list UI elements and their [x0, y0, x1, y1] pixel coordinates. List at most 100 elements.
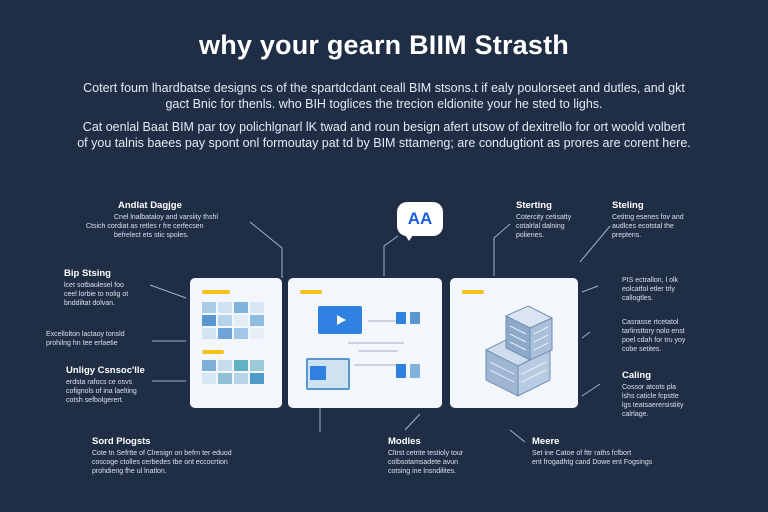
guide-line — [354, 364, 398, 366]
intro-line-2: gact Bnic for thenls. who BIH toglices t… — [165, 97, 603, 111]
label-unity-heading: Unligy Csnsoc'lle — [66, 365, 145, 376]
tile — [218, 328, 232, 339]
label-steling-heading: Steling — [612, 200, 644, 211]
label-bip-heading: Bip Stsing — [64, 268, 111, 279]
tile — [234, 315, 248, 326]
tile — [202, 315, 216, 326]
panel-tiles-tag-bottom — [202, 350, 224, 354]
connector-steling — [579, 225, 611, 263]
connector-starting — [493, 223, 511, 276]
label-modles-line-3: cotsing ine lnsndilites. — [388, 468, 457, 475]
label-bip-line-3: bnddiltat dolvan. — [64, 300, 115, 307]
guide-line — [348, 342, 404, 344]
connector-modles — [404, 413, 421, 431]
panel-tiles-tag-top — [202, 290, 230, 294]
play-icon — [337, 315, 346, 325]
tile — [202, 302, 216, 313]
label-unity: Unligy Csnsoc'lle erdsta rafocs ce osvs … — [66, 365, 166, 405]
tile — [234, 360, 248, 371]
label-caling-line-1: Cossor atcots pla — [622, 384, 677, 391]
tile — [202, 373, 216, 384]
label-modles-line-1: Cltrst cetrite testioly tour — [388, 450, 464, 457]
label-caling-line-3: lgs teatsaerersistiity — [622, 402, 684, 409]
label-caling-heading: Caling — [622, 370, 652, 381]
detail-paragraph: Cat oenlal Baat BIM par toy polichlgnarl… — [40, 119, 728, 151]
label-pis-line-2: eolcatfol etler trly — [622, 286, 675, 293]
label-casrasse-line-2: tarlinsttory nolo enst — [622, 328, 685, 335]
label-pis-line-1: PIS ectrallon, l olk — [622, 277, 679, 284]
label-modles-line-2: colbsotamsadete avun — [388, 459, 459, 466]
label-starting-line-1: Cotercity cetisatty — [516, 214, 572, 221]
label-modles: Modles Cltrst cetrite testioly tour colb… — [388, 436, 518, 476]
label-sord: Sord Plogsts Cote tn Sefrtte of Clresign… — [92, 436, 322, 476]
label-unity-line-1: erdsta rafocs ce osvs — [66, 379, 133, 386]
label-starting-line-3: polienes. — [516, 232, 545, 239]
building-icon — [484, 305, 554, 397]
small-media-icon — [396, 364, 406, 378]
label-sord-line-3: prohdieng fhe ul lnatlon. — [92, 468, 167, 475]
panel-media-tag — [300, 290, 322, 294]
tile — [250, 328, 264, 339]
page-title: why your gearn BIIM Strasth — [199, 30, 569, 60]
intro-paragraph: Cotert foum lhardbatse designs cs of the… — [40, 80, 728, 112]
label-pis: PIS ectrallon, l olk eolcatfol etler trl… — [622, 276, 722, 303]
label-sord-heading: Sord Plogsts — [92, 436, 151, 447]
panel-building — [450, 278, 578, 408]
label-steling: Steling Cetitng esenes fov and audlces e… — [612, 200, 712, 240]
label-meere-heading: Meere — [532, 436, 560, 447]
label-bip: Bip Stsing lcet sotbaulesel foo ceel lor… — [64, 268, 164, 308]
label-starting-line-2: cotalrlal dalning — [516, 223, 565, 230]
panel-building-tag — [462, 290, 484, 294]
label-caling-line-2: lshs caticle fcpstte — [622, 393, 679, 400]
tile — [234, 328, 248, 339]
small-media-icon — [396, 312, 406, 324]
label-analyst-line-1: Cnel lnalbataloy and varsiity thshl — [114, 214, 218, 221]
label-casrasse: Casrasse rtcetatol tarlinsttory nolo ens… — [622, 318, 722, 354]
label-meere: Meere Set ine Catoe of fttr raths fcfbor… — [532, 436, 732, 467]
connector-caling — [581, 383, 601, 397]
label-unity-line-3: cotsh sefbolgerert. — [66, 397, 124, 404]
label-bip-line-1: lcet sotbaulesel foo — [64, 282, 124, 289]
intro-line-1: Cotert foum lhardbatse designs cs of the… — [83, 81, 685, 95]
tile — [218, 315, 232, 326]
label-casrasse-line-1: Casrasse rtcetatol — [622, 319, 679, 326]
tile — [250, 373, 264, 384]
label-caling: Caling Cossor atcots pla lshs caticle fc… — [622, 370, 732, 419]
connector-analyst — [249, 221, 283, 278]
detail-line-2: of you talnis baees pay spont onl formou… — [77, 136, 691, 150]
connector-pis — [581, 285, 599, 293]
label-analyst-line-2: Ctsich cordiat as retles r fre cerfecsen — [86, 223, 204, 230]
tile — [250, 360, 264, 371]
connector-meere — [509, 429, 526, 443]
label-starting: Sterting Cotercity cetisatty cotalrlal d… — [516, 200, 606, 240]
chat-bubble-icon: AA — [397, 202, 443, 236]
chat-bubble-tail — [403, 232, 415, 241]
label-steling-line-1: Cetitng esenes fov and — [612, 214, 684, 221]
detail-line-1: Cat oenlal Baat BIM par toy polichlgnarl… — [82, 120, 686, 134]
guide-line — [358, 350, 398, 352]
connector-bip — [149, 284, 187, 299]
label-casrasse-line-4: cobe setites. — [622, 346, 662, 353]
tile — [202, 328, 216, 339]
small-media-icon — [410, 364, 420, 378]
label-excell-line-2: prohilng hn tee erfaetie — [46, 340, 118, 347]
label-excell-line-1: Excellolton lactaoy tonsld — [46, 331, 125, 338]
label-sord-line-2: coscoge ctolles cerbedes tbe ont eccocrt… — [92, 459, 228, 466]
label-excell: Excellolton lactaoy tonsld prohilng hn t… — [46, 330, 156, 348]
tile — [218, 302, 232, 313]
label-sord-line-1: Cote tn Sefrtte of Clresign on befrn ter… — [92, 450, 232, 457]
label-starting-heading: Sterting — [516, 200, 552, 211]
label-pis-line-3: callogtles. — [622, 295, 654, 302]
label-modles-heading: Modles — [388, 436, 421, 447]
panel-media — [288, 278, 442, 408]
guide-line — [368, 320, 398, 322]
small-media-icon — [410, 312, 420, 324]
connector-casrasse — [581, 331, 591, 339]
label-analyst-line-3: befrelect ets stic spoles. — [114, 232, 189, 239]
screen-thumbnail-fill — [310, 366, 326, 380]
label-analyst: Andlat Dagjge Cnel lnalbataloy and varsi… — [86, 200, 286, 240]
label-analyst-heading: Andlat Dagjge — [118, 200, 182, 211]
label-caling-line-4: calrlage. — [622, 411, 649, 418]
tile — [202, 360, 216, 371]
